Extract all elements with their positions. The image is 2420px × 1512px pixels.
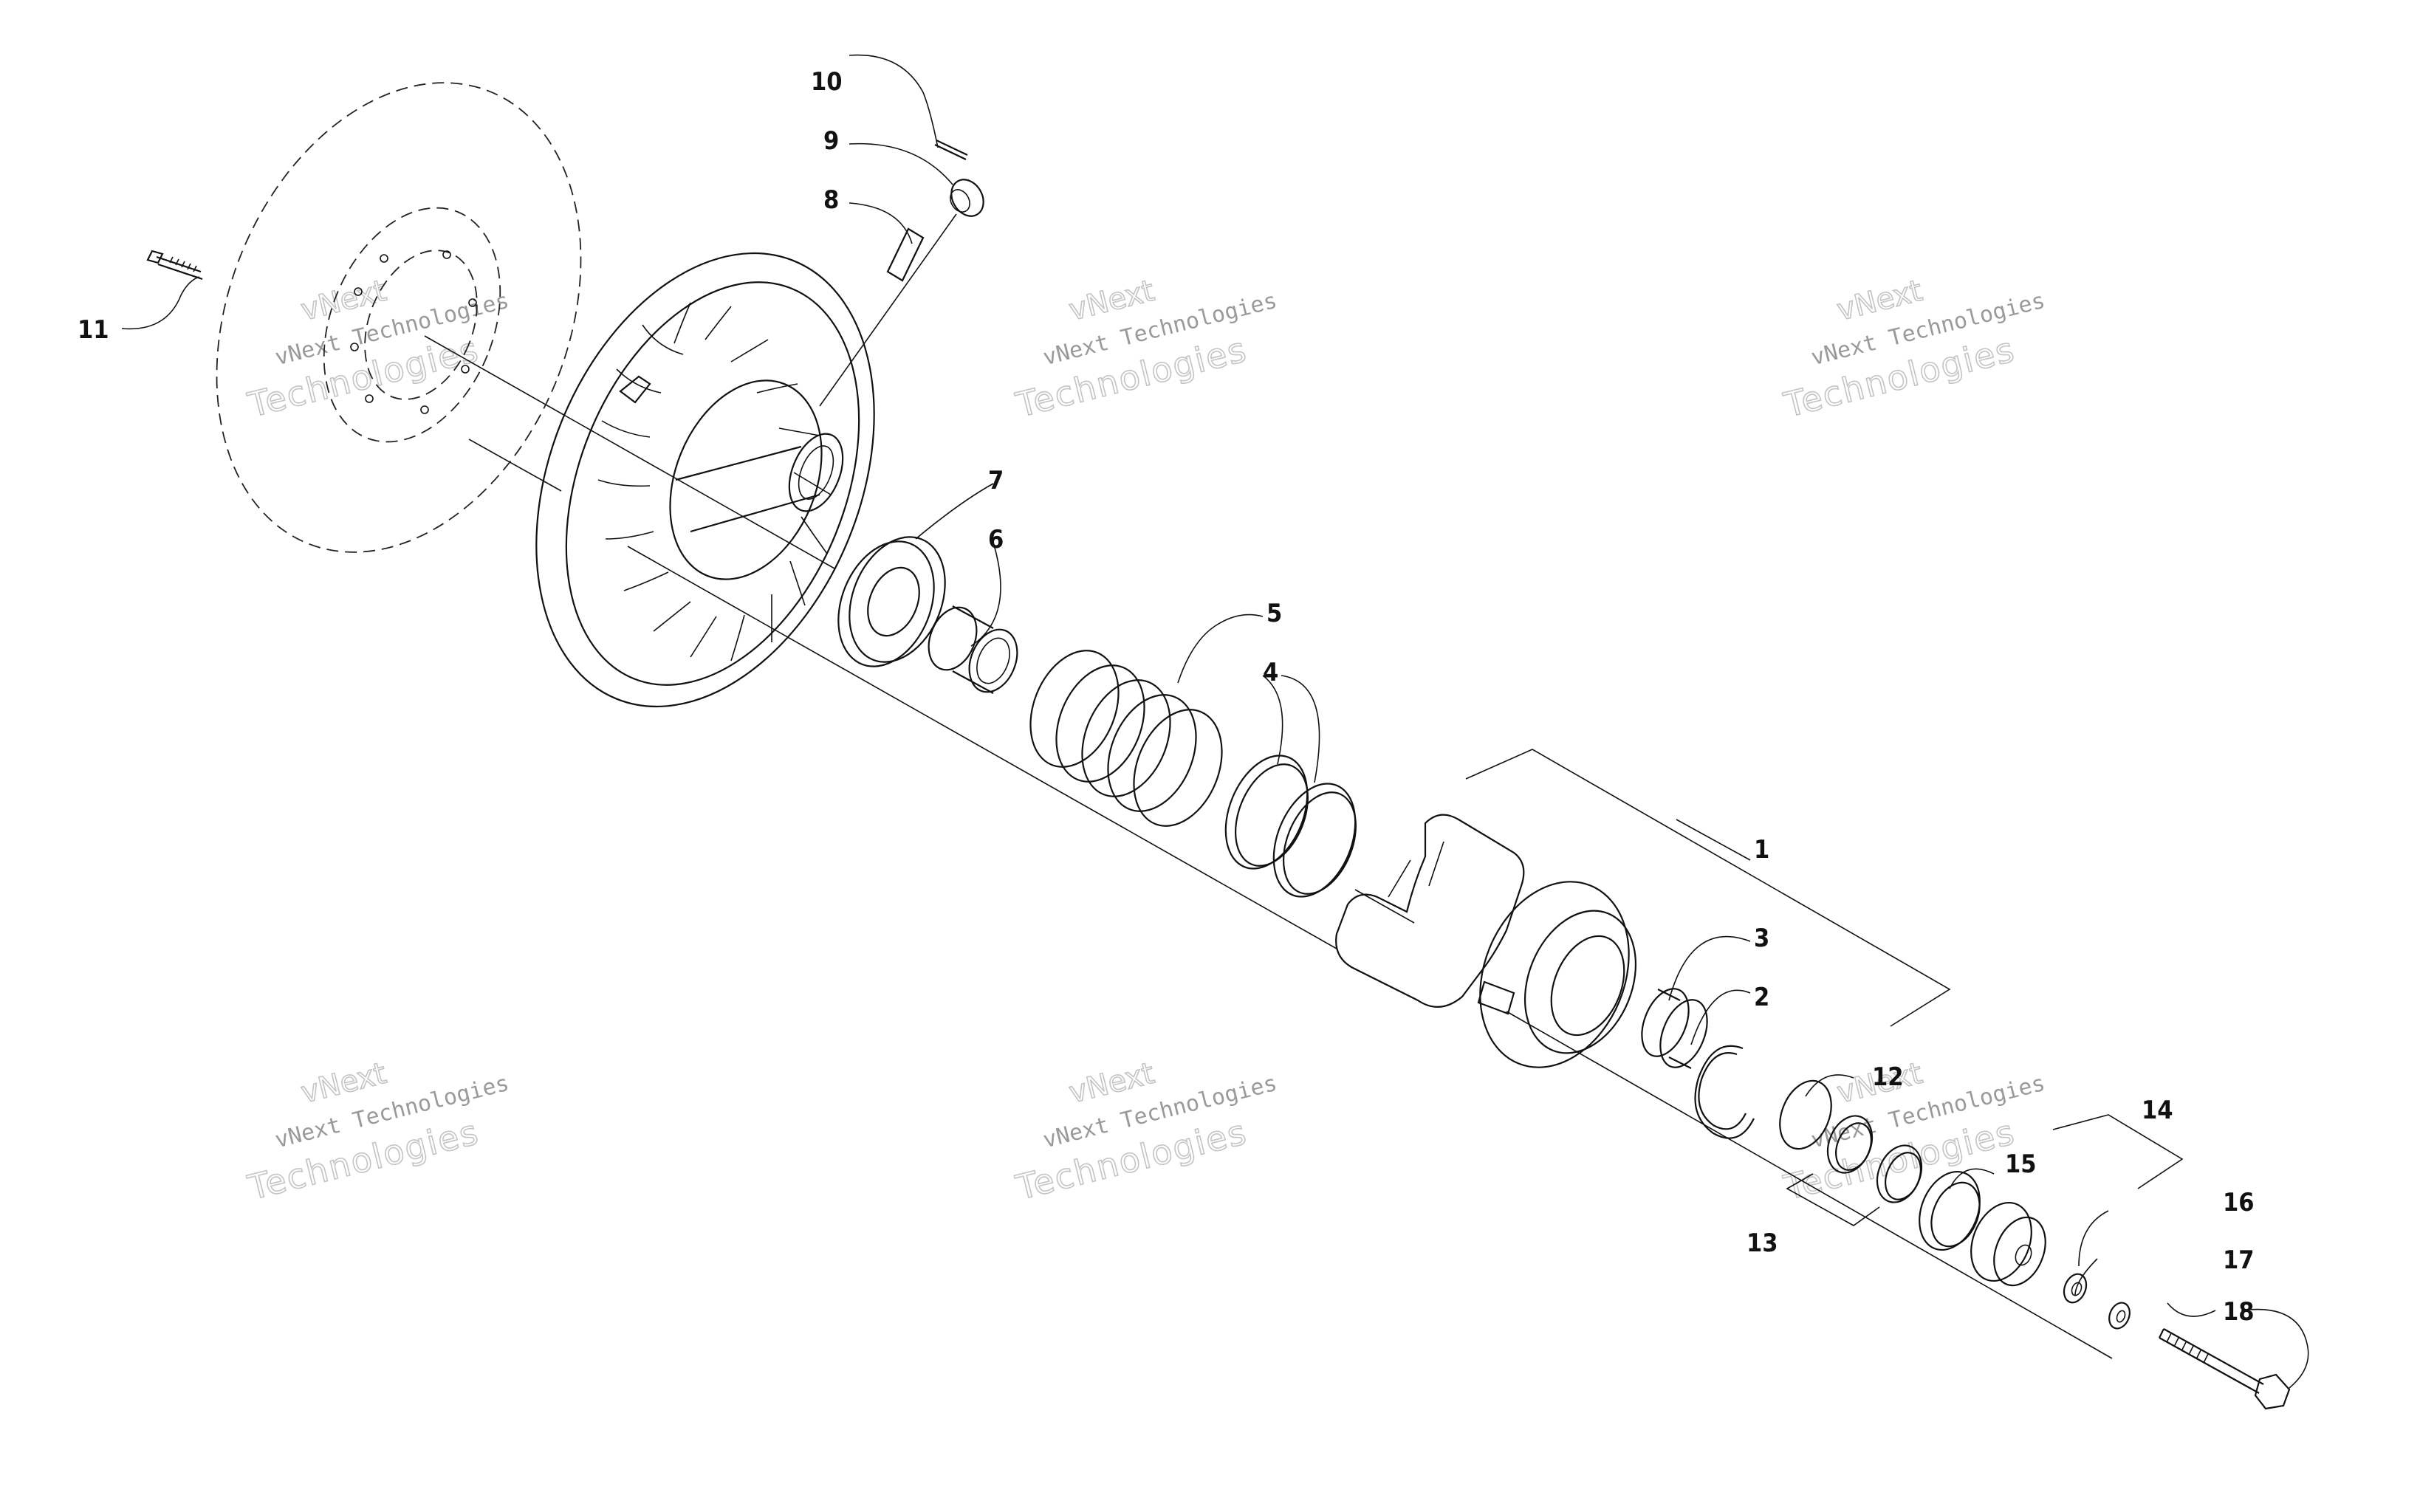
callouts: 1 2 3 4 5 6 7 8 9 10 11 12 13 14 15 16 1… [78,67,2255,1327]
pin-10 [934,140,968,160]
callout-18: 18 [2223,1297,2255,1327]
bushing-6 [928,605,1018,694]
callout-5: 5 [1266,599,1282,628]
callout-10: 10 [811,67,843,97]
bracket-14 [2052,1114,2184,1189]
rings-13 [1826,1115,1923,1203]
watermark: vNext vNext Technologies Technologies [1011,273,1280,426]
snap-ring-2 [1694,1045,1755,1139]
callout-4: 4 [1263,658,1278,687]
callout-15: 15 [2005,1150,2037,1179]
callout-1: 1 [1754,835,1769,865]
rear-sheave-outline [216,82,582,553]
callout-6: 6 [988,525,1004,554]
callout-16: 16 [2223,1188,2255,1217]
cap-15 [1970,1201,2046,1287]
housing-1 [1335,814,1637,1068]
rings-4 [1224,755,1357,898]
pin-8 [886,227,925,282]
callout-3: 3 [1754,924,1769,953]
bracket-13 [1786,1173,1880,1226]
bushing-3 [1641,988,1708,1069]
washer-17 [2108,1302,2131,1330]
front-sheave [535,252,875,708]
callout-9: 9 [823,126,839,156]
callout-12: 12 [1872,1062,1904,1092]
leader-lines [121,54,2309,1389]
callout-14: 14 [2142,1096,2173,1125]
watermark: vNext vNext Technologies Technologies [1011,1056,1280,1209]
watermark: vNext vNext Technologies Technologies [1779,1056,2048,1209]
callout-11: 11 [78,315,109,345]
callout-2: 2 [1754,983,1769,1012]
callout-13: 13 [1747,1228,1778,1258]
callout-8: 8 [823,185,839,215]
cap-9 [950,179,984,217]
bracket-1 [1465,749,1951,1027]
spring-5 [1029,650,1223,827]
center-axis [424,335,2113,1359]
washer-16 [2063,1273,2088,1304]
watermark: vNext vNext Technologies Technologies [1779,273,2048,426]
watermark: vNext vNext Technologies Technologies [243,273,512,426]
washer-14 [1919,1170,1981,1251]
callout-7: 7 [988,466,1004,495]
bolt-11 [146,250,203,281]
bolt-18 [2159,1328,2291,1410]
watermark: vNext vNext Technologies Technologies [243,1056,512,1209]
washer-7 [837,536,946,667]
callout-17: 17 [2223,1245,2255,1275]
